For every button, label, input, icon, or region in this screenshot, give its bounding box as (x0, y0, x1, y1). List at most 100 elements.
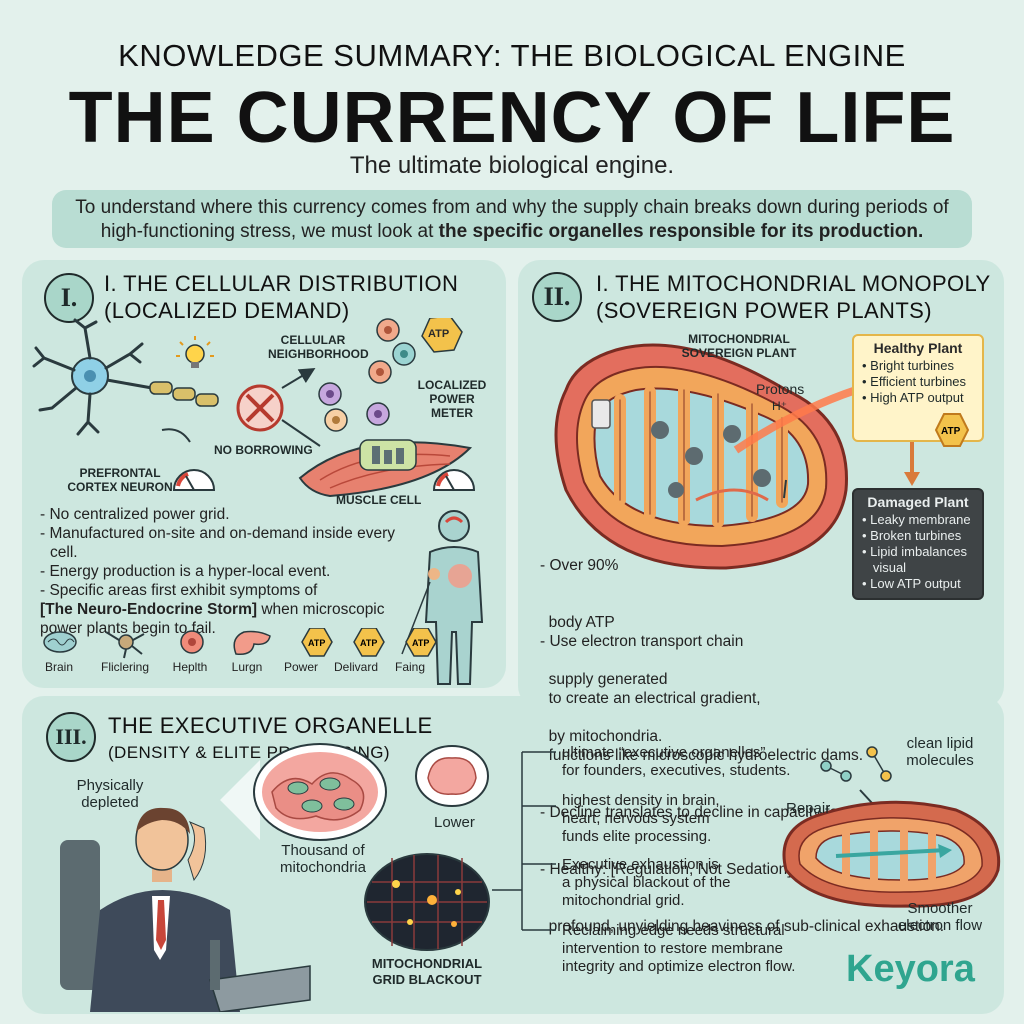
section1-title-line2: (LOCALIZED DEMAND) (104, 298, 350, 323)
label-clean-lipid: clean lipid molecules (880, 735, 1000, 769)
label-repair: Repair (786, 800, 831, 817)
icon-label-health: Heplth (172, 660, 208, 674)
label-cellular-neighborhood-1: CELLULAR (280, 333, 346, 347)
damaged-plant-item: visual (862, 560, 907, 575)
label-thousand-2: mitochondria (280, 859, 366, 876)
note-line: ultimate “executive organelles” (562, 744, 766, 761)
note-line: for founders, executives, students. (562, 762, 791, 779)
atp-label: ATP (412, 638, 429, 648)
section1-title: I. THE CELLULAR DISTRIBUTION (LOCALIZED … (104, 270, 494, 324)
section2-bullet: body ATP (540, 614, 615, 631)
mitochondrion-diagram (554, 343, 856, 570)
mitochondrion-icon (43, 631, 77, 653)
section2-title: I. THE MITOCHONDRIAL MONOPOLY (SOVEREIGN… (596, 270, 996, 324)
label-h-plus: H⁺ (772, 399, 787, 413)
muscle-cell-icon (298, 439, 473, 498)
label-no-borrowing: NO BORROWING (214, 443, 313, 457)
note-line: heart, nervous system (562, 810, 710, 827)
atp-label: ATP (360, 638, 377, 648)
atp-icon (405, 628, 437, 657)
section3-note-1: ultimate “executive organelles” for foun… (562, 744, 802, 780)
neuro-endocrine-storm: [The Neuro-Endocrine Storm] (40, 601, 258, 618)
cell-cluster-icon (318, 318, 416, 432)
icon-label-lung: Lurgn (231, 660, 263, 674)
icon-row: ATP ATP ATP (43, 628, 437, 659)
label-lipid-1: clean lipid (906, 735, 974, 752)
icon-label-failing: Faing (394, 660, 426, 674)
section2-bullet: functions like microscopic hydroelectric… (540, 747, 864, 764)
section2-bullet: profound, unyielding heaviness of sub-cl… (540, 918, 945, 935)
label-physically-depleted: Physically depleted (60, 777, 160, 811)
label-physically-1: Physically (76, 777, 144, 794)
healthy-plant-title: Healthy Plant (873, 340, 963, 356)
note-line: mitochondrial grid. (562, 892, 685, 909)
section1-bullet: - Manufactured on-site and on-demand ins… (40, 525, 395, 561)
label-lipid-2: molecules (906, 752, 974, 769)
label-grid-1: MITOCHONDRIAL (371, 956, 483, 971)
label-thousand-mitochondria: Thousand of mitochondria (268, 842, 378, 876)
label-sovereign-plant: MITOCHONDRIAL SOVEREIGN PLANT (664, 332, 814, 360)
section2-title-line1: I. THE MITOCHONDRIAL MONOPOLY (596, 271, 991, 296)
damaged-plant-title: Damaged Plant (867, 494, 969, 510)
section1-numeral: I. (44, 273, 94, 323)
bullet-tail: when microscopic (257, 601, 385, 618)
icon-label-brain: Brain (44, 660, 73, 674)
section2-bullet: by mitochondria. (540, 728, 663, 745)
label-thousand-1: Thousand of (281, 842, 365, 859)
label-prefrontal-neuron: PREFRONTAL CORTEX NEURON (60, 466, 180, 494)
brain-zoom-icon (220, 743, 387, 841)
note-line: integrity and optimize electron flow. (562, 958, 796, 975)
icon-row-labels: Brain Flicleri​ng Heplth Lurgn Power Del… (28, 660, 448, 674)
section3-numeral: III. (46, 712, 96, 762)
section2-bullet: - Use electron transport chain (540, 633, 744, 650)
section2-bullet: - Decline translates to decline in capac… (540, 804, 872, 821)
section1-bullet: - No centralized power grid. (40, 506, 230, 523)
power-meter-icon (432, 469, 476, 491)
label-smoother-flow: Smoother electron flow (880, 900, 1000, 934)
label-lower: Lower (434, 814, 475, 831)
label-localized-power-meter-1: LOCALIZED (417, 378, 487, 392)
executive-figure (60, 807, 311, 1012)
section2-bullet: - Over 90% (540, 557, 619, 574)
icon-label-delivered: Delivard (333, 660, 378, 674)
label-physically-2: depleted (81, 794, 139, 811)
section1-title-line1: I. THE CELLULAR DISTRIBUTION (104, 271, 459, 296)
section2-bullet: supply generated (540, 671, 668, 688)
human-figure-icon (401, 510, 484, 685)
notes-connector (492, 751, 556, 931)
damaged-plant-item: • Broken turbines (862, 528, 962, 543)
section2-title-line2: (SOVEREIGN POWER PLANTS) (596, 298, 932, 323)
lung-icon (233, 630, 271, 656)
atp-label: ATP (428, 328, 449, 340)
lipid-molecule-icon (820, 746, 892, 782)
turbine-icon (651, 421, 771, 498)
section1-bullet: - Energy production is a hyper-local eve… (40, 563, 331, 580)
icon-label-flickering: Flicleri​ng (100, 660, 149, 674)
intro-bold-text: the specific organelles responsible for … (438, 221, 924, 242)
section3-note-2: highest density in brain, heart, nervous… (562, 792, 782, 846)
damaged-plant-box: Damaged Plant • Leaky membrane • Broken … (852, 488, 984, 600)
section2-bullets-narrow: - Over 90% body ATP supply generated by … (540, 518, 680, 765)
panel-icon (591, 399, 611, 429)
cellular-distribution-illustration: ATP (32, 318, 476, 498)
label-cellular-neighborhood-2: NEIGHBORHOOD (268, 347, 369, 361)
section2-bullet: to create an electrical gradient, (540, 690, 761, 707)
brain-icon (415, 745, 489, 807)
page-subtitle: The ultimate biological engine. (349, 152, 675, 179)
label-localized-power-meter: LOCALIZED POWER METER (410, 378, 494, 420)
intro-banner: To understand where this currency comes … (52, 190, 972, 248)
no-borrowing-icon (236, 384, 284, 432)
healthy-plant-item: • Efficient turbines (862, 374, 967, 389)
grid-blackout-icon (364, 853, 490, 951)
section1-bullets: - No centralized power grid. - Manufactu… (40, 505, 420, 638)
damaged-plant-item: • Leaky membrane (862, 512, 971, 527)
section1-bullet-continued: [The Neuro-Endocrine Storm] when microsc… (40, 600, 420, 619)
healthy-plant-item: • Bright turbines (862, 358, 954, 373)
section3-title-line1: THE EXECUTIVE ORGANELLE (108, 713, 433, 738)
atp-label: ATP (941, 426, 961, 437)
page-title: THE CURRENCY OF LIFE (68, 78, 956, 158)
label-muscle-cell: MUSCLE CELL (336, 493, 422, 507)
brand-logo: Keyora (846, 948, 975, 990)
atp-icon (301, 628, 333, 657)
neuron-icon (32, 318, 219, 436)
